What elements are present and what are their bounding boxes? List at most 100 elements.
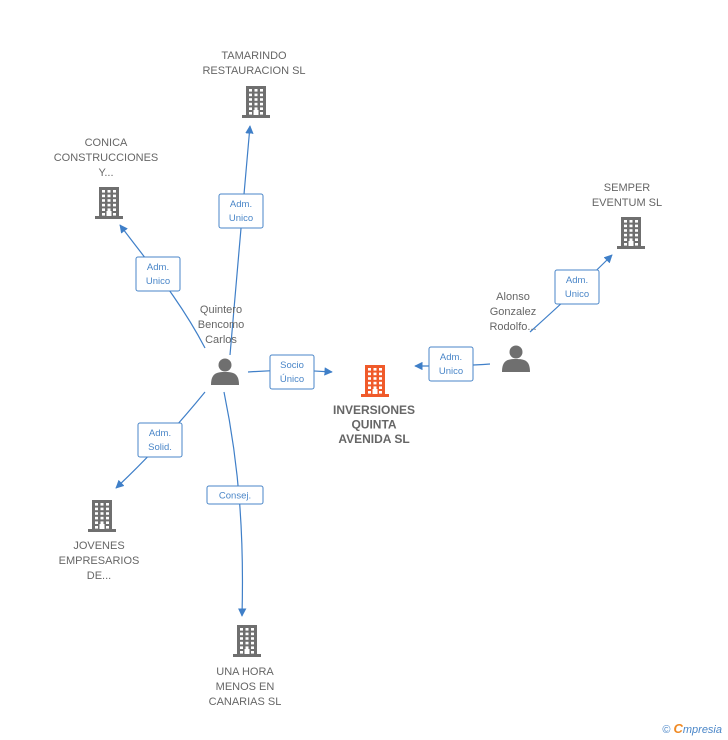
building-door xyxy=(99,524,105,529)
building-icon[interactable] xyxy=(242,86,270,118)
label-line: AVENIDA SL xyxy=(338,432,409,446)
building-icon[interactable] xyxy=(95,187,123,219)
label-line: CONSTRUCCIONES xyxy=(54,152,159,164)
relation-text: Socio xyxy=(280,360,304,371)
label-line: CONICA xyxy=(85,137,128,149)
building-window xyxy=(240,651,243,654)
building-icon[interactable] xyxy=(233,625,261,657)
building-base xyxy=(361,394,389,397)
relation-text: Unico xyxy=(565,289,589,300)
building-window xyxy=(254,93,258,97)
brand-name: mpresia xyxy=(682,724,722,736)
person-icon[interactable] xyxy=(211,358,239,386)
building-window xyxy=(100,521,104,524)
building-window xyxy=(624,233,627,237)
building-window xyxy=(102,213,105,216)
building-window xyxy=(95,526,98,529)
relation-text: Único xyxy=(280,374,304,385)
relation-box xyxy=(428,346,474,382)
building-window xyxy=(107,194,111,198)
building-window xyxy=(251,628,254,631)
relation-text: Solid. xyxy=(148,442,172,453)
building-window xyxy=(629,220,633,223)
building-window xyxy=(240,646,243,649)
relation-box xyxy=(554,269,600,305)
label-line: Carlos xyxy=(205,334,237,346)
building-window xyxy=(240,637,243,640)
label-line: DE... xyxy=(87,570,111,582)
building-window xyxy=(106,503,109,506)
building-window xyxy=(379,386,382,389)
main-building-icon[interactable] xyxy=(361,365,389,397)
building-window xyxy=(95,503,98,506)
relation-text: Unico xyxy=(439,366,463,377)
person-icon[interactable] xyxy=(502,345,530,373)
building-window xyxy=(107,199,111,202)
building-window xyxy=(368,377,371,380)
building-window xyxy=(624,243,627,246)
building-window xyxy=(629,233,633,237)
relation-box xyxy=(269,354,315,390)
building-window xyxy=(624,238,627,241)
building-window xyxy=(249,102,252,106)
relation-quintero-jovenes[interactable]: Adm. Solid. xyxy=(137,422,183,458)
building-icon[interactable] xyxy=(88,500,116,532)
building-window xyxy=(373,372,377,376)
building-window xyxy=(102,199,105,202)
building-window xyxy=(95,507,98,511)
building-window xyxy=(245,632,249,636)
relation-alonso-main[interactable]: Adm.Unico xyxy=(428,346,474,382)
building-window xyxy=(251,641,254,645)
building-window xyxy=(245,646,249,649)
building-window xyxy=(102,203,105,207)
label-line: INVERSIONES xyxy=(333,403,415,417)
building-window xyxy=(100,503,104,506)
building-window xyxy=(635,220,638,223)
relation-quintero-tamarindo[interactable]: Adm.Unico xyxy=(218,193,264,229)
building-window xyxy=(379,381,382,385)
relation-alonso-semper[interactable]: Adm. Unico xyxy=(554,269,600,305)
building-window xyxy=(113,208,116,211)
label-line: EVENTUM SL xyxy=(592,197,662,209)
node-label-semper[interactable]: SEMPER EVENTUM SL xyxy=(592,182,662,209)
building-icon[interactable] xyxy=(617,217,645,249)
building-window xyxy=(249,107,252,110)
building-window xyxy=(106,521,109,524)
relation-quintero-unahora[interactable]: Consej. xyxy=(206,485,264,505)
building-window xyxy=(107,208,111,211)
building-door xyxy=(253,110,259,115)
building-base xyxy=(88,529,116,532)
label-line: Alonso xyxy=(496,291,530,303)
relation-text: Adm. xyxy=(230,199,252,210)
relation-quintero-conica[interactable]: Adm.Unico xyxy=(135,256,181,292)
relation-box xyxy=(218,193,264,229)
relation-text: Adm. xyxy=(566,275,588,286)
building-window xyxy=(254,102,258,106)
building-window xyxy=(379,372,382,376)
label-line: Rodolfo... xyxy=(489,321,536,333)
building-window xyxy=(106,516,109,520)
building-window xyxy=(240,628,243,631)
building-window xyxy=(249,89,252,92)
label-line: SEMPER xyxy=(604,182,651,194)
building-window xyxy=(254,107,258,110)
person-head xyxy=(509,345,523,359)
building-window xyxy=(113,190,116,193)
relation-text: Adm. xyxy=(149,428,171,439)
building-window xyxy=(368,372,371,376)
building-window xyxy=(95,512,98,515)
relation-text: Adm. xyxy=(147,262,169,273)
node-icons xyxy=(88,86,645,657)
label-line: MENOS EN xyxy=(216,681,275,693)
building-window xyxy=(368,386,371,389)
